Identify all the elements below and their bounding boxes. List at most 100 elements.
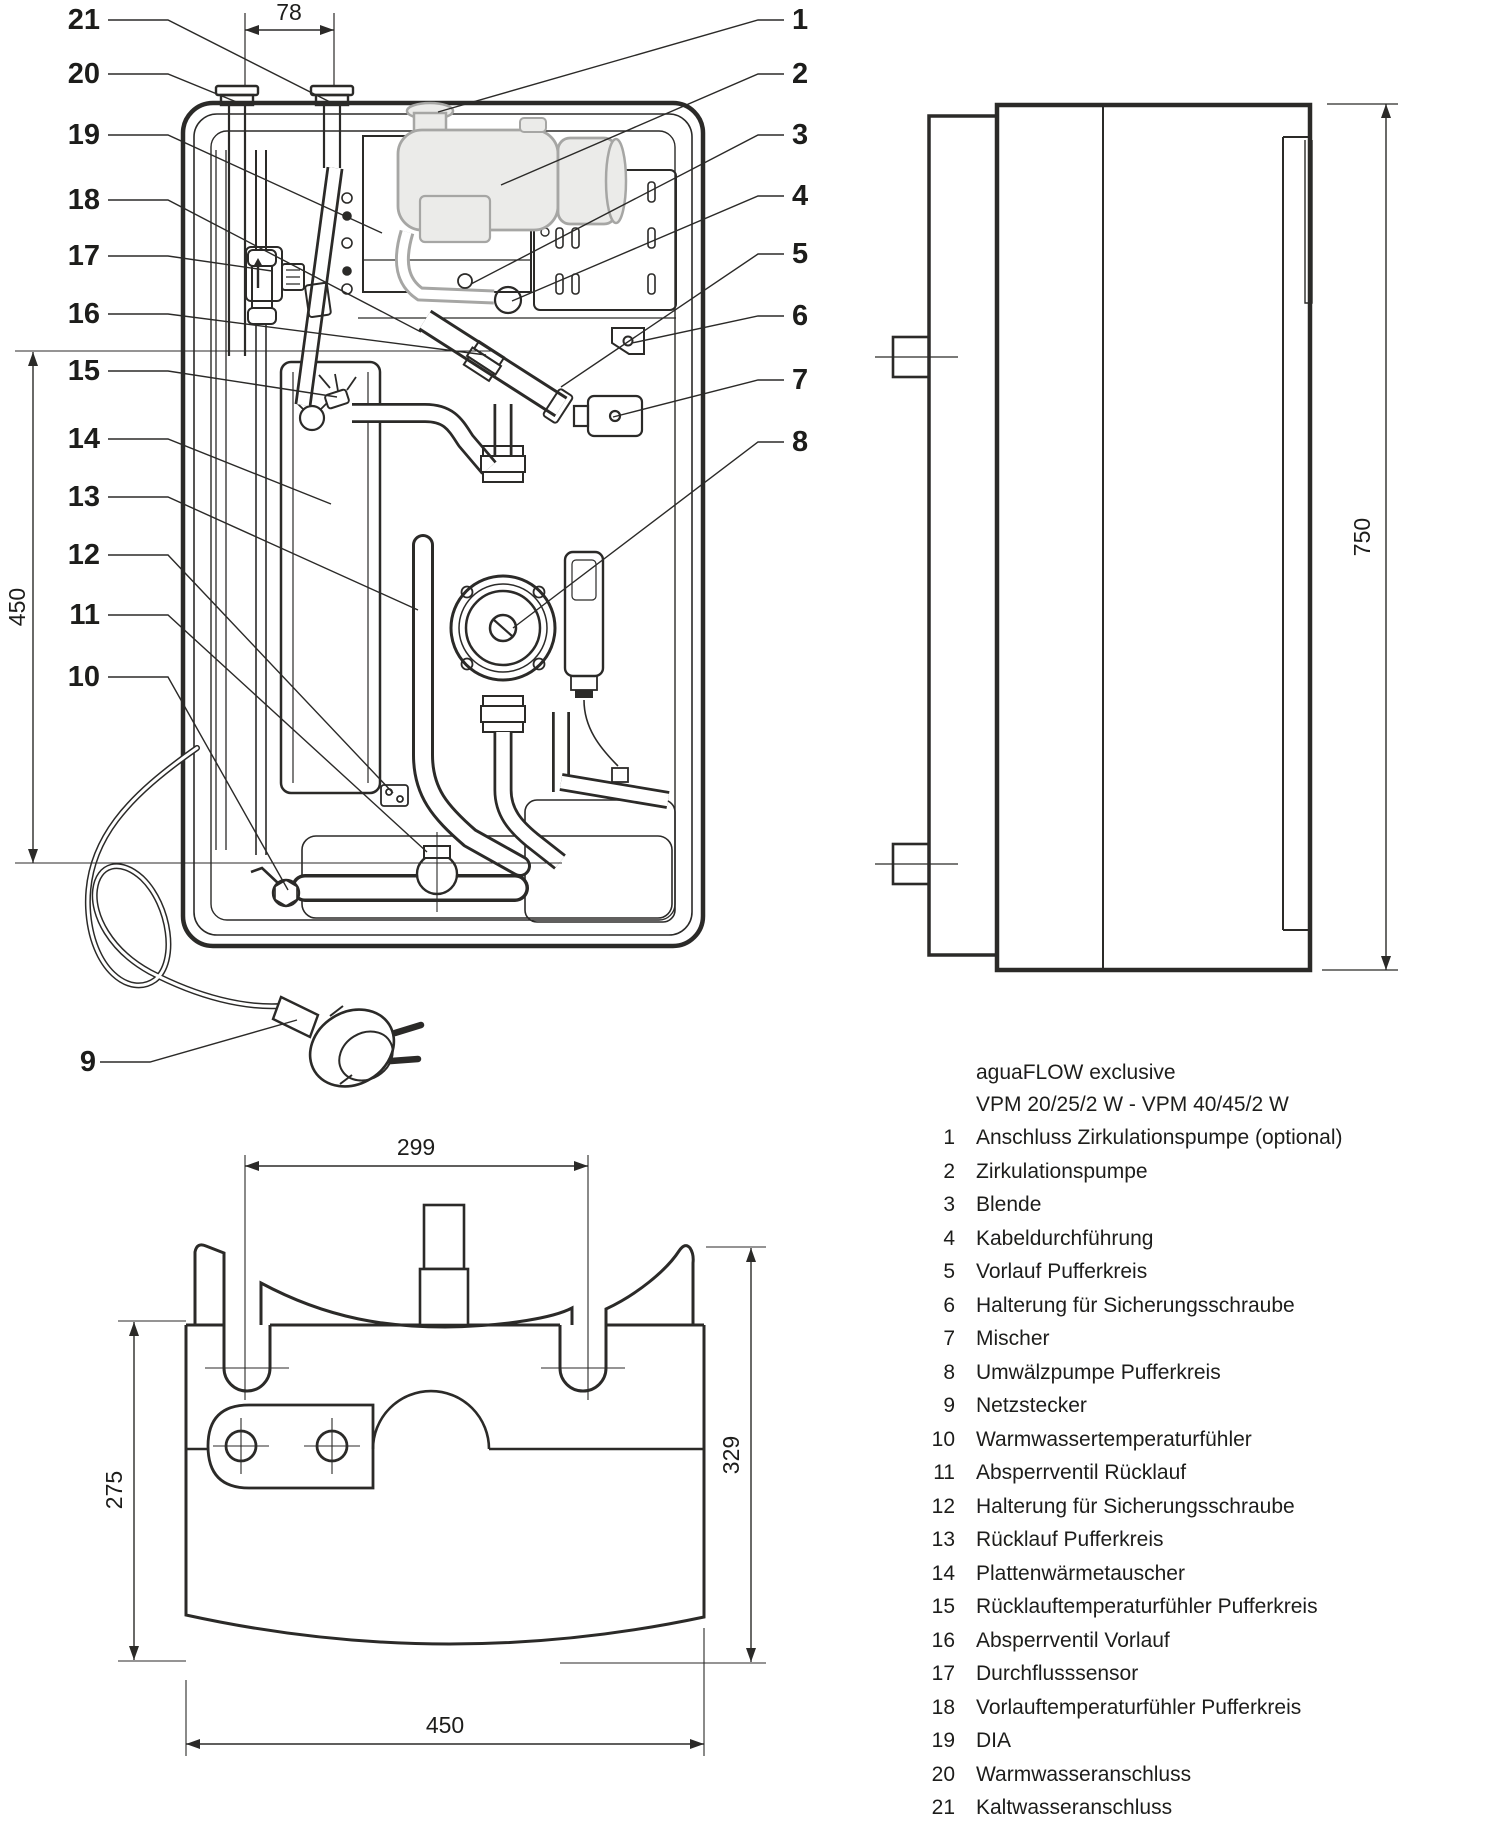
dim-depth-left: 275	[101, 1320, 186, 1662]
legend-title-line1: aguaFLOW exclusive	[976, 1061, 1176, 1084]
dim-label-750: 750	[1349, 518, 1375, 556]
callout-9: 9	[80, 1046, 96, 1078]
diagonal-return-pipe	[294, 166, 344, 407]
leader-11	[108, 614, 428, 853]
leader-19	[108, 134, 383, 234]
legend-item: 5 Vorlauf Pufferkreis	[880, 1255, 1470, 1289]
legend-item-num: 20	[931, 1762, 955, 1786]
callout-14: 14	[68, 423, 100, 455]
mains-plug	[271, 995, 425, 1088]
bottom-tray	[301, 799, 676, 923]
mid-pipe	[352, 403, 497, 475]
securing-screw-bracket-bottom	[380, 784, 409, 807]
leader-7	[612, 379, 784, 418]
legend-item: 8 Umwälzpumpe Pufferkreis	[880, 1356, 1470, 1390]
legend-item-num: 17	[931, 1662, 955, 1686]
front-view	[84, 84, 706, 1088]
legend-item-num: 11	[933, 1461, 955, 1485]
dim-label-450-bottom: 450	[426, 1712, 464, 1738]
dim-label-450-left: 450	[4, 588, 30, 626]
side-body	[994, 102, 1313, 973]
dim-label-329: 329	[718, 1436, 744, 1474]
securing-screw-bracket-top	[611, 327, 645, 355]
legend-item-num: 10	[931, 1427, 955, 1451]
hot-water-sensor	[250, 866, 301, 908]
legend-item-num: 6	[943, 1293, 955, 1317]
legend-item: 17 Durchflusssensor	[880, 1657, 1470, 1691]
side-view	[875, 102, 1313, 973]
legend-item-num: 2	[943, 1159, 955, 1183]
legend-item-label: Warmwasseranschluss	[976, 1762, 1192, 1786]
legend-item-num: 5	[943, 1260, 955, 1284]
callout-19: 19	[68, 119, 100, 151]
warm-water-pipe	[227, 105, 247, 356]
dimensions: 78 450 750 299 275	[4, 0, 1398, 1756]
legend-item-num: 16	[931, 1628, 955, 1652]
legend-item-label: Vorlauftemperaturfühler Pufferkreis	[976, 1695, 1302, 1719]
circulation-pump	[394, 101, 628, 305]
legend-title-line2: VPM 20/25/2 W - VPM 40/45/2 W	[976, 1093, 1289, 1117]
dim-bottom-width: 450	[185, 1628, 705, 1756]
leader-4	[511, 195, 784, 302]
legend-item-num: 18	[931, 1695, 955, 1719]
legend-item: 2 Zirkulationspumpe	[880, 1155, 1470, 1189]
plate-heat-exchanger	[279, 360, 382, 795]
legend-item-label: Kabeldurchführung	[976, 1226, 1154, 1250]
legend-item-num: 21	[931, 1796, 955, 1820]
bottom-view	[184, 1203, 706, 1646]
legend-item-label: Absperrventil Rücklauf	[976, 1461, 1187, 1485]
callout-2: 2	[792, 58, 808, 90]
leader-12	[108, 554, 394, 794]
dim-label-299: 299	[397, 1134, 435, 1160]
callout-10: 10	[68, 661, 100, 693]
legend-item-label: Durchflusssensor	[976, 1662, 1139, 1686]
callout-numbers: 21 20 19 18 17 16 15 14 13 12 11 10 9 1 …	[68, 4, 808, 1078]
callout-1: 1	[792, 4, 808, 36]
callout-11: 11	[69, 599, 100, 631]
leader-21	[108, 19, 331, 103]
leader-3	[470, 134, 784, 285]
legend-item-num: 14	[931, 1561, 955, 1585]
mains-cable	[84, 745, 284, 1010]
callout-13: 13	[68, 481, 100, 513]
legend-item-label: Vorlauf Pufferkreis	[976, 1260, 1148, 1284]
legend-item-num: 7	[943, 1327, 955, 1351]
callout-20: 20	[68, 58, 100, 90]
screw-bracket-plate	[206, 1403, 375, 1490]
callout-16: 16	[68, 298, 100, 330]
callout-6: 6	[792, 300, 808, 332]
callout-12: 12	[68, 539, 100, 571]
cold-water-connection	[309, 84, 355, 168]
callout-7: 7	[792, 364, 808, 396]
callout-21: 21	[68, 4, 100, 36]
screw-column	[341, 192, 353, 295]
legend-item-label: Halterung für Sicherungsschraube	[976, 1494, 1295, 1518]
leader-20	[108, 73, 240, 104]
dim-side-height: 750	[1322, 103, 1398, 971]
leader-9	[100, 1019, 298, 1063]
legend-item-num: 8	[943, 1360, 955, 1384]
legend-item-label: Umwälzpumpe Pufferkreis	[976, 1360, 1221, 1384]
notch-line	[186, 1389, 704, 1451]
legend-item: 7 Mischer	[880, 1322, 1470, 1356]
legend-item-label: Anschluss Zirkulationspumpe (optional)	[976, 1126, 1343, 1150]
leader-10	[108, 676, 289, 891]
legend-item-label: Mischer	[976, 1327, 1050, 1351]
legend-item-label: Zirkulationspumpe	[976, 1159, 1148, 1183]
right-pipes	[552, 712, 670, 809]
leader-16	[108, 313, 487, 356]
legend-item-num: 9	[943, 1394, 955, 1418]
leader-1	[437, 19, 784, 113]
return-pipe	[412, 534, 531, 877]
legend: aguaFLOW exclusive VPM 20/25/2 W - VPM 4…	[880, 1057, 1470, 1822]
